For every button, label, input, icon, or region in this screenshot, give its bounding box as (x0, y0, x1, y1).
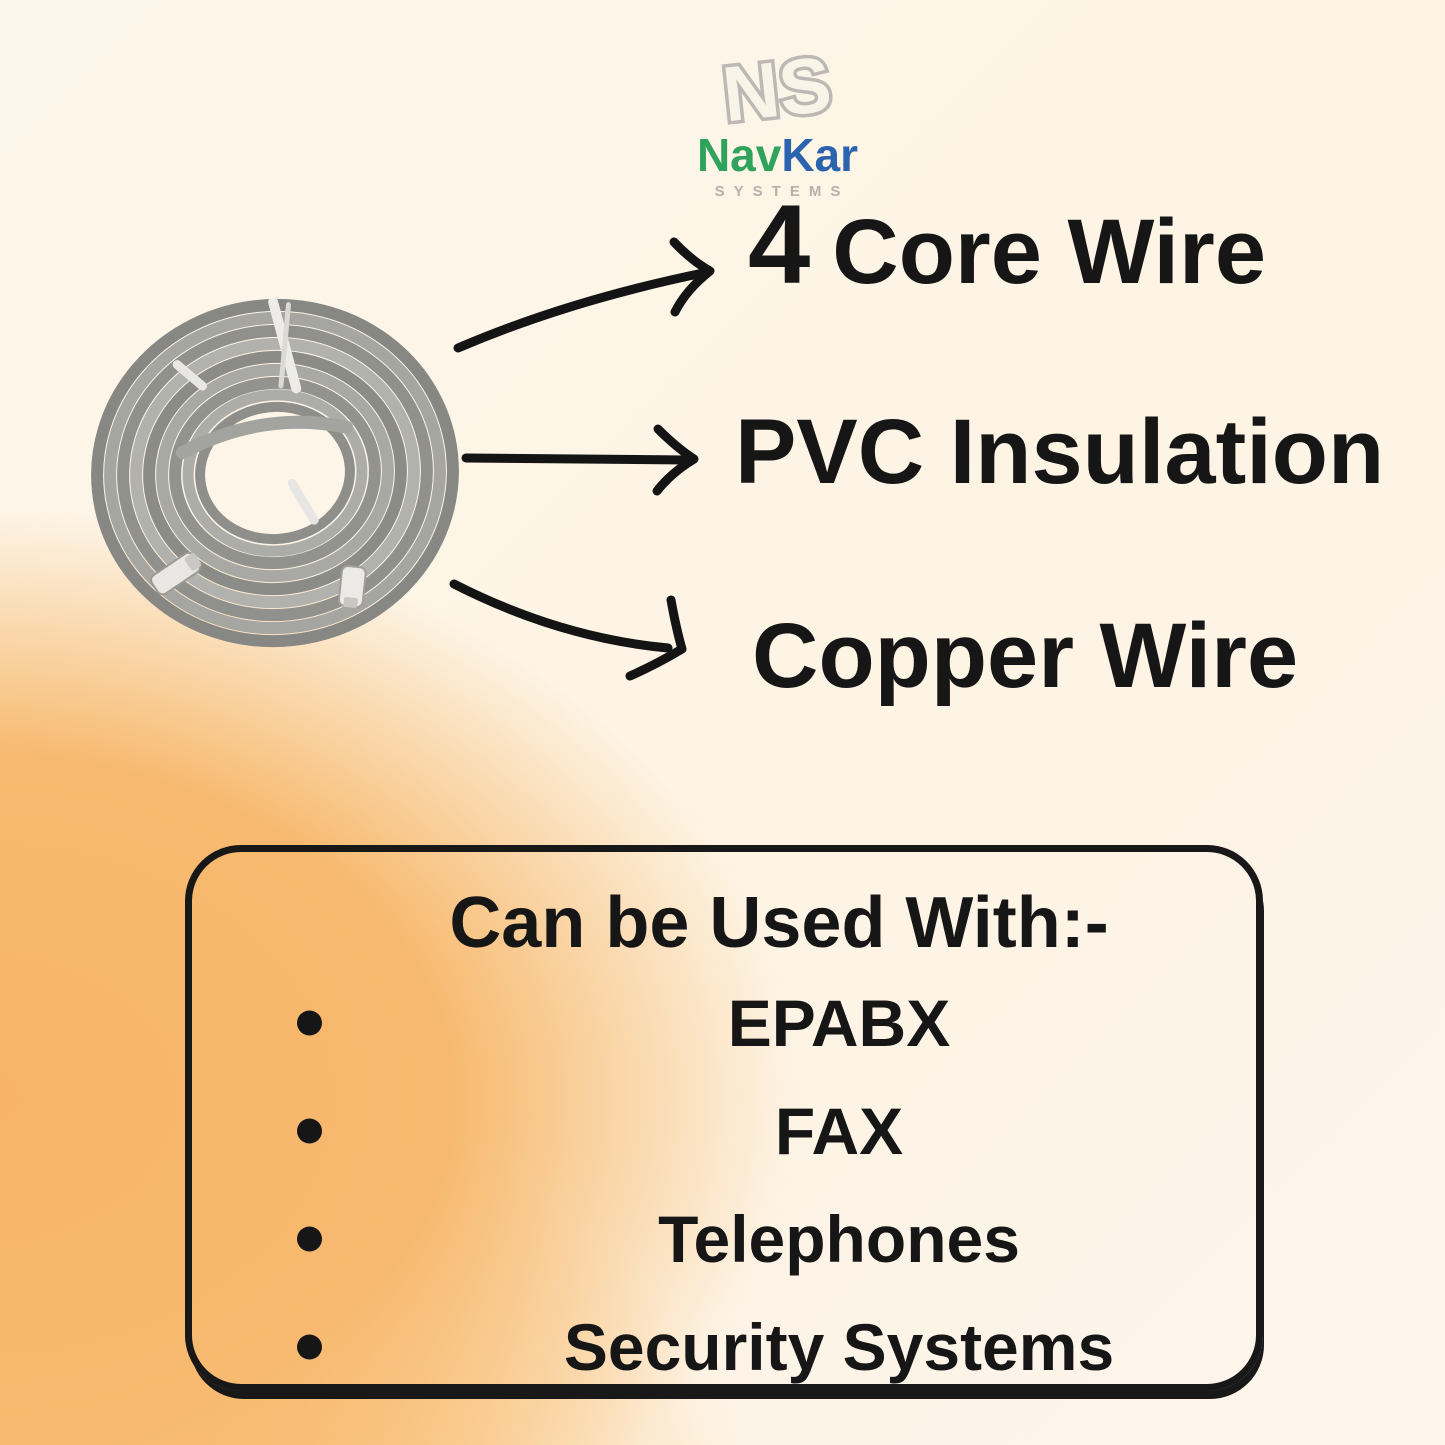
arrow-bottom-icon (449, 579, 687, 681)
usage-item-label: Telephones (658, 1202, 1020, 1277)
ns-monogram-icon: NS (715, 40, 839, 132)
brand-name-nav: Nav (696, 129, 782, 181)
cable-tie-top-cross (278, 302, 291, 389)
usage-box: Can be Used With:- EPABX FAX Telephones … (185, 845, 1263, 1391)
usage-item-label: Security Systems (563, 1310, 1115, 1385)
list-item: Security Systems (192, 1293, 1256, 1401)
brand-name-kar: Kar (781, 129, 859, 181)
usage-box-title: Can be Used With:- (449, 883, 1109, 963)
brand-logo: NS NavKar SYSTEMS (650, 40, 905, 200)
bullet-icon (297, 1118, 322, 1144)
callout-arrows (449, 237, 715, 681)
feature-pvc-insulation: PVC Insulation (735, 404, 1384, 501)
bullet-icon (297, 1010, 322, 1036)
bullet-icon (297, 1334, 322, 1360)
wire-coil-image (91, 297, 459, 648)
feature-core-count: 4 (748, 182, 811, 307)
coil-cross-cable (175, 415, 354, 460)
cable-tie-bottom (287, 478, 319, 525)
list-item: Telephones (192, 1185, 1256, 1293)
wire-connector-left (150, 551, 202, 596)
list-item: FAX (192, 1077, 1256, 1185)
arrow-top-icon (453, 237, 715, 353)
arrow-middle-icon (461, 424, 699, 496)
ns-monogram-text: NS (718, 40, 835, 132)
bullet-icon (297, 1226, 322, 1252)
feature-pvc-label: PVC Insulation (735, 401, 1385, 503)
brand-name: NavKar (650, 132, 905, 178)
feature-copper-wire: Copper Wire (752, 608, 1298, 705)
list-item: EPABX (192, 969, 1256, 1077)
brand-tagline: SYSTEMS (714, 183, 850, 200)
feature-core-wire: 4 Core Wire (748, 186, 1266, 304)
cable-tie-left (172, 360, 208, 391)
usage-item-label: FAX (774, 1094, 904, 1169)
usage-item-label: EPABX (727, 986, 951, 1061)
usage-list: EPABX FAX Telephones Security Systems (192, 969, 1256, 1401)
wire-connector-right (337, 564, 367, 609)
feature-core-label: Core Wire (832, 201, 1267, 303)
feature-copper-label: Copper Wire (752, 605, 1299, 707)
